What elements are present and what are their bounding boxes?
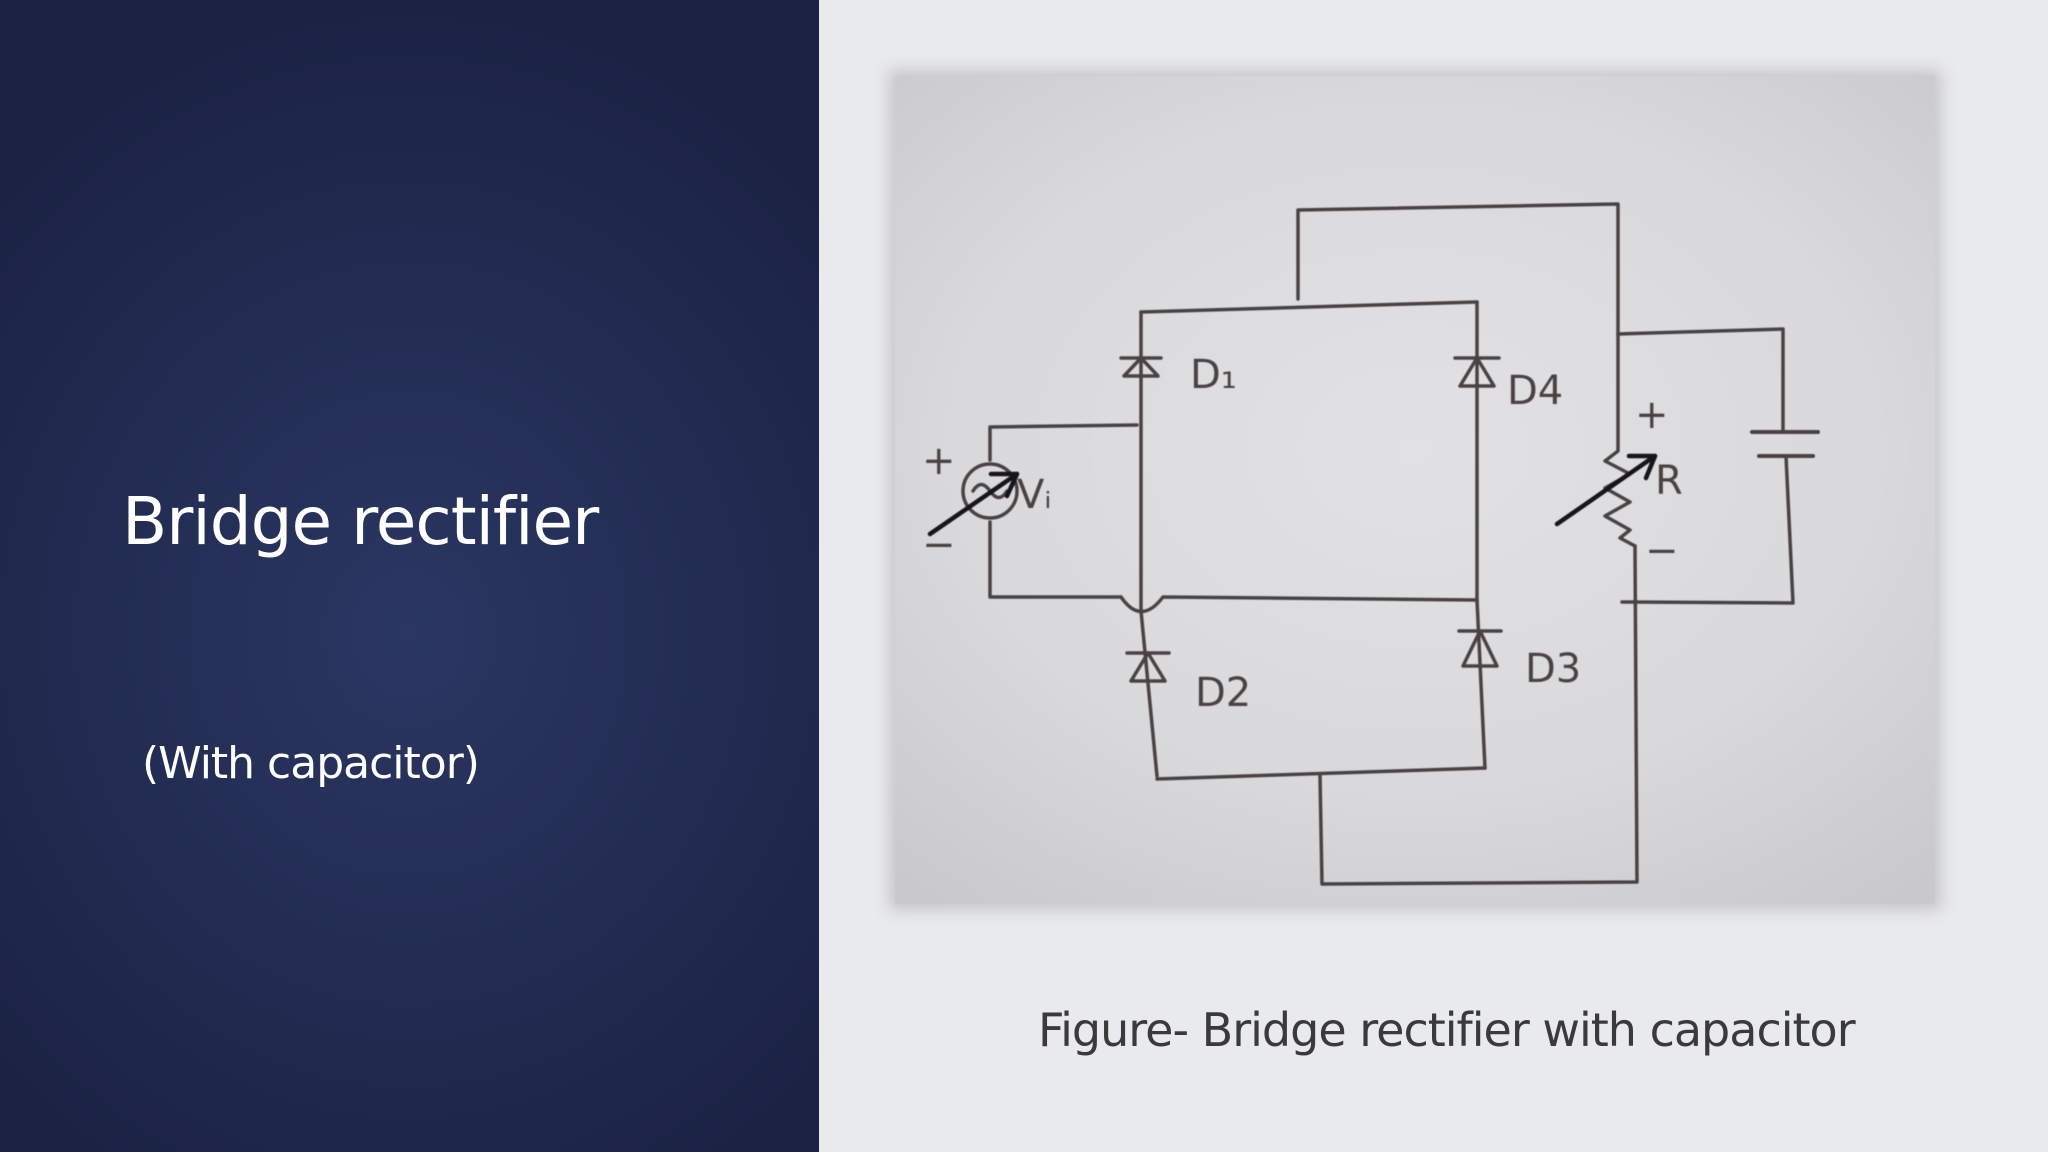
wire-top-loop: [1296, 202, 1620, 336]
wire-cap-top: [1616, 327, 1785, 433]
label-d3: D3: [1525, 646, 1581, 692]
wire-cap-bottom: [1620, 454, 1795, 605]
slide-title: Bridge rectifier: [122, 483, 599, 560]
title-panel: Bridge rectifier (With capacitor): [0, 0, 819, 1152]
label-source-minus: −: [922, 522, 956, 568]
ac-source-circle: [961, 462, 1019, 520]
label-load-plus: +: [1635, 392, 1669, 438]
label-load-minus: −: [1645, 528, 1679, 574]
label-source-plus: +: [922, 438, 956, 484]
circuit-diagram: D₁ D4 D2 D3 Vᵢ R + − + −: [922, 202, 1820, 886]
wire-source-top: [988, 423, 1139, 462]
resistor-symbol: [1603, 332, 1637, 548]
arrow-load: [1554, 453, 1658, 527]
arrow-source-head: [988, 471, 1020, 499]
arrow-load-head: [1626, 453, 1658, 481]
arrow-source: [927, 471, 1020, 537]
label-d1: D₁: [1190, 352, 1237, 398]
diode-d4: [1453, 356, 1501, 388]
diode-d3: [1457, 629, 1503, 668]
wire-source-bottom: [988, 520, 1123, 599]
wire-crossover: [1119, 595, 1479, 614]
wire-bridge-bottom: [1155, 766, 1487, 781]
label-d2: D2: [1195, 670, 1251, 716]
circuit-photo: D₁ D4 D2 D3 Vᵢ R + − + −: [895, 76, 1935, 904]
diode-d1: [1119, 356, 1163, 378]
wire-right-lower: [1475, 598, 1487, 770]
label-source: Vᵢ: [1017, 472, 1052, 518]
wire-left-lower: [1139, 609, 1159, 778]
wire-bridge-top: [1139, 300, 1479, 314]
slide-subtitle: (With capacitor): [142, 738, 480, 789]
wire-bottom-loop: [1318, 544, 1639, 886]
label-resistor: R: [1655, 458, 1683, 504]
diode-d2: [1125, 651, 1171, 683]
label-d4: D4: [1507, 368, 1563, 414]
figure-caption: Figure- Bridge rectifier with capacitor: [1038, 1003, 1856, 1057]
